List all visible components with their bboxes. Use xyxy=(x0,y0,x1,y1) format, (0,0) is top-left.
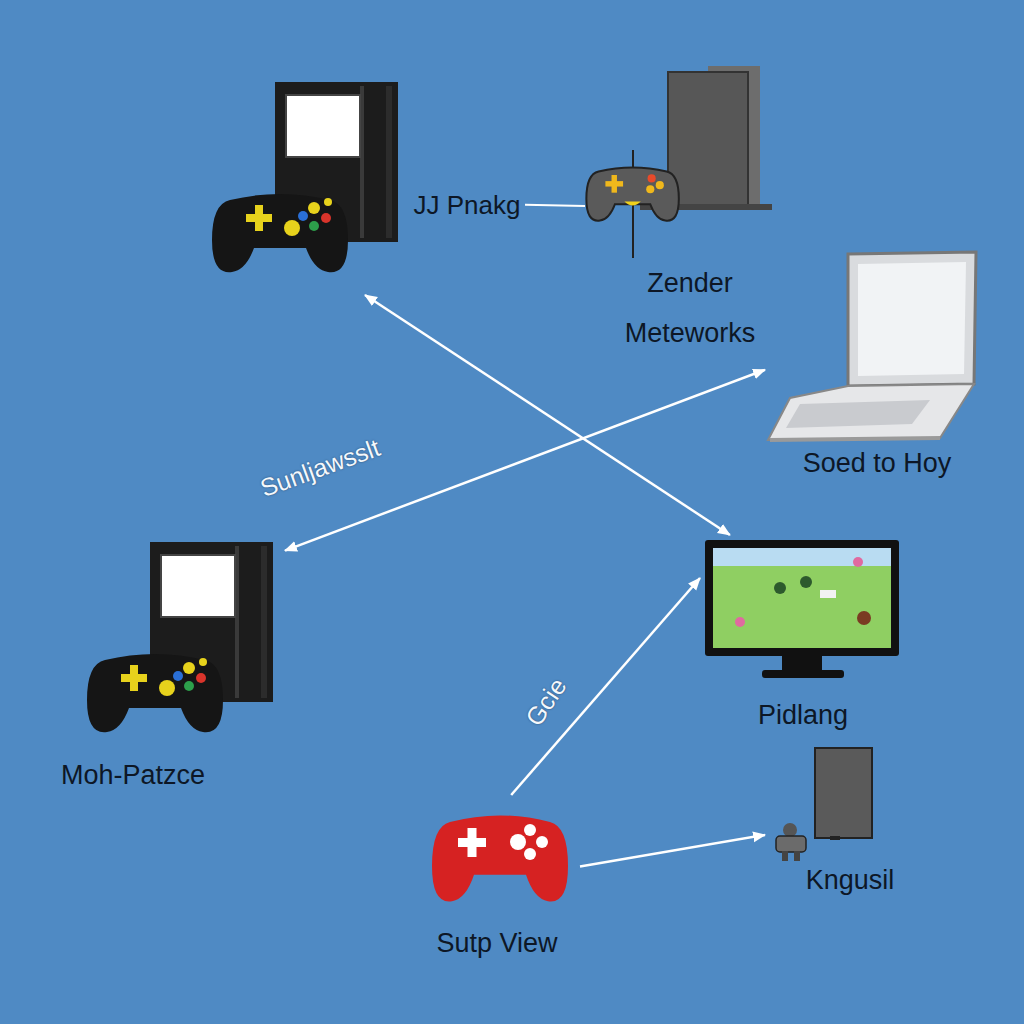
device-icon xyxy=(776,748,872,861)
edge-label: Sunljawsslt xyxy=(256,433,383,503)
node-caption: Sutp View xyxy=(436,926,557,960)
monitor-node: Pidlang xyxy=(700,535,905,735)
arrow xyxy=(511,578,700,795)
grey-console-icon xyxy=(586,66,772,258)
console-node: JJ Pnakg xyxy=(205,80,525,295)
console-node: Moh-Patzce xyxy=(55,535,285,795)
node-caption: Kngusil xyxy=(806,863,895,897)
edge-label: Gcie xyxy=(520,673,573,732)
controller-node: Sutp View xyxy=(420,795,580,965)
laptop-node: Soed to Hoy xyxy=(765,245,985,485)
node-caption: Soed to Hoy xyxy=(803,446,952,480)
node-caption: Moh-Patzce xyxy=(61,758,205,792)
device-node: Kngusil xyxy=(765,745,905,900)
red-controller-icon xyxy=(432,815,568,901)
monitor-icon xyxy=(705,540,899,678)
console-icon xyxy=(87,542,273,732)
node-caption: JJ Pnakg xyxy=(414,188,521,222)
arrow xyxy=(580,835,765,867)
node-caption: Pidlang xyxy=(758,698,848,732)
console-icon xyxy=(212,82,398,272)
laptop-icon xyxy=(768,252,976,440)
node-caption: Zender Meteworks xyxy=(615,258,765,358)
grey-console-node: Zender Meteworks xyxy=(585,60,780,361)
connector-line xyxy=(525,205,585,206)
